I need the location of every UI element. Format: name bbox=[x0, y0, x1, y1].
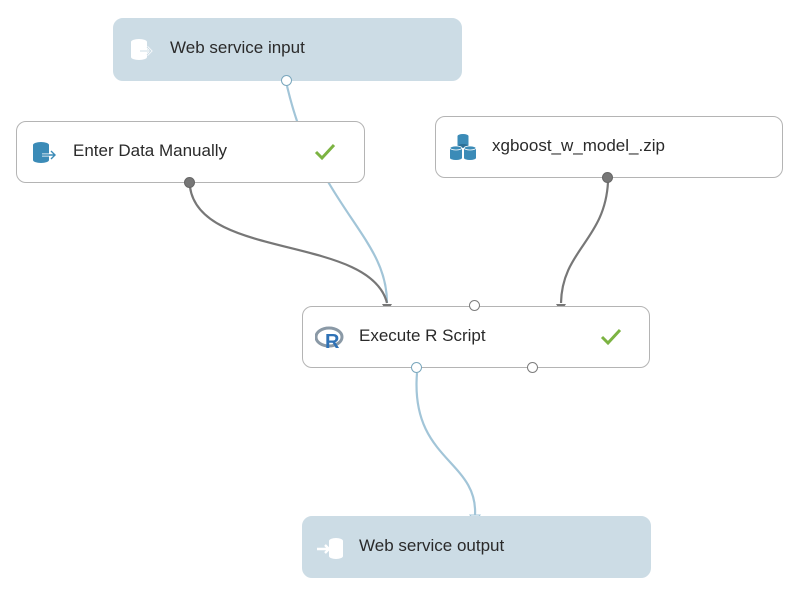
execute-r-script-node[interactable]: R Execute R Script bbox=[302, 306, 650, 368]
xgboost-zip-output-port[interactable] bbox=[602, 172, 613, 183]
svg-text:R: R bbox=[325, 331, 340, 353]
execute-r-script-label: Execute R Script bbox=[359, 326, 486, 345]
r-logo-icon: R bbox=[315, 326, 344, 353]
execute-r-script-input-port-middle[interactable] bbox=[469, 300, 480, 311]
web-service-output-node[interactable]: Web service output bbox=[302, 516, 651, 578]
web-service-output-label: Web service output bbox=[359, 536, 505, 555]
completed-check-icon bbox=[600, 328, 622, 346]
stacked-cylinders-icon bbox=[449, 134, 477, 160]
enter-data-manually-label: Enter Data Manually bbox=[73, 141, 228, 160]
execute-r-script-output-port-2[interactable] bbox=[527, 362, 538, 373]
enter-data-manually-output-port[interactable] bbox=[184, 177, 195, 188]
connector-enter-data-to-r-script[interactable] bbox=[188, 186, 389, 304]
xgboost-zip-label: xgboost_w_model_.zip bbox=[492, 136, 665, 155]
web-service-input-icon bbox=[131, 39, 153, 60]
web-service-input-label: Web service input bbox=[170, 38, 305, 57]
connector-web-input-to-r-script[interactable] bbox=[285, 85, 389, 304]
xgboost-zip-node[interactable]: xgboost_w_model_.zip bbox=[435, 116, 783, 178]
connector-zip-to-r-script[interactable] bbox=[559, 181, 610, 304]
enter-data-manually-node[interactable]: Enter Data Manually bbox=[16, 121, 365, 183]
corner-chevron-icon bbox=[765, 0, 767, 1]
completed-check-icon bbox=[314, 143, 336, 161]
web-service-input-output-port[interactable] bbox=[281, 75, 292, 86]
execute-r-script-output-port-1[interactable] bbox=[411, 362, 422, 373]
connector-r-script-to-web-output[interactable] bbox=[415, 372, 477, 516]
web-service-input-node[interactable]: Web service input bbox=[113, 18, 462, 81]
web-service-output-icon bbox=[317, 538, 343, 559]
dataset-export-icon bbox=[33, 142, 58, 163]
